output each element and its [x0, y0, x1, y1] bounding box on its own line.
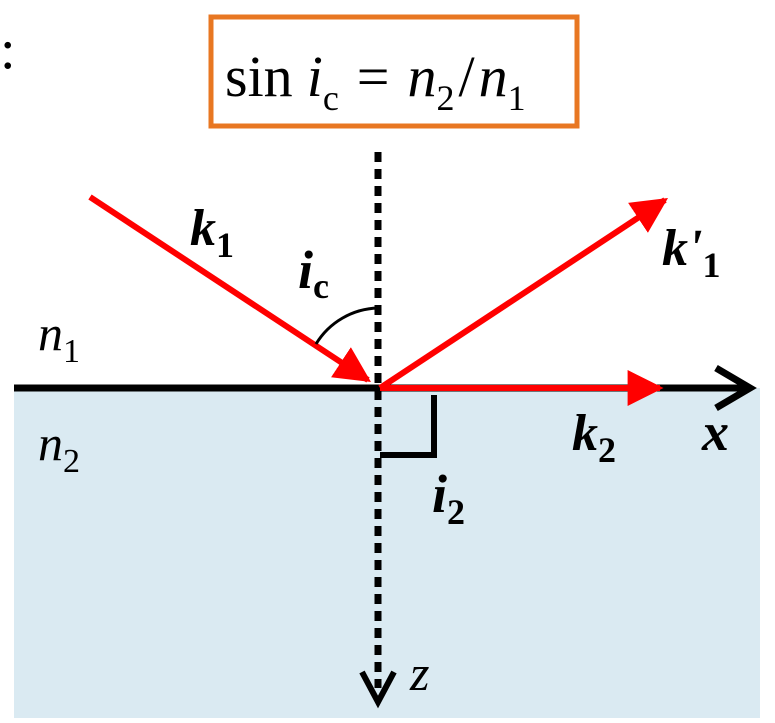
reflected-ray-k1prime	[378, 197, 669, 391]
medium-2-region	[14, 388, 760, 718]
label-k1: k1	[190, 200, 234, 265]
label-ic: ic	[298, 240, 329, 306]
label-k2: k2	[572, 405, 616, 470]
z-axis-arrowhead	[359, 670, 397, 709]
leading-colon: :	[0, 19, 16, 81]
label-i2: i2	[432, 464, 465, 532]
critical-angle-arc	[314, 306, 379, 345]
x-axis-label: x	[701, 402, 729, 462]
right-angle-mark	[380, 395, 437, 458]
label-k1-prime: k'1	[662, 220, 720, 285]
incident-ray-k1	[88, 194, 372, 383]
x-axis-arrowhead	[714, 364, 757, 412]
label-n2: n2	[38, 415, 80, 480]
z-axis-label: z	[409, 645, 429, 701]
formula-box	[208, 14, 580, 129]
label-n1: n1	[38, 305, 80, 370]
